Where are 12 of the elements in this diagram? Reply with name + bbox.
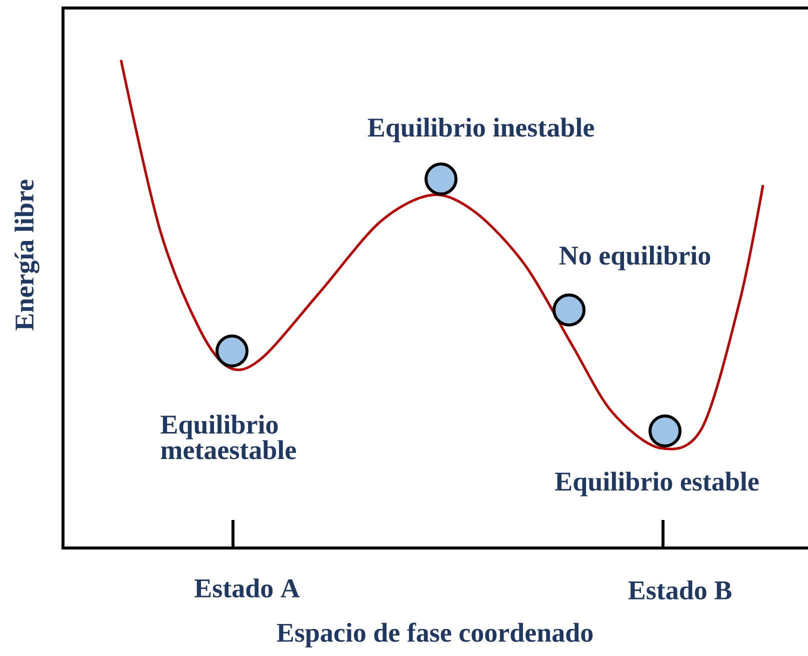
state-label: Equilibrio metaestable xyxy=(160,414,296,460)
axis-title: Espacio de fase coordenado xyxy=(276,622,593,648)
state-label: Equilibrio estable xyxy=(555,472,759,496)
state-label: Equilibrio inestable xyxy=(368,118,594,142)
tick-label: Estado B xyxy=(628,580,732,600)
ball xyxy=(552,294,586,326)
ball xyxy=(424,162,458,196)
ball xyxy=(216,334,248,368)
axis-title: Energía libre xyxy=(14,180,40,330)
tick-label: Estado A xyxy=(194,578,300,598)
ball xyxy=(648,414,682,448)
state-label: No equilibrio xyxy=(559,246,710,270)
